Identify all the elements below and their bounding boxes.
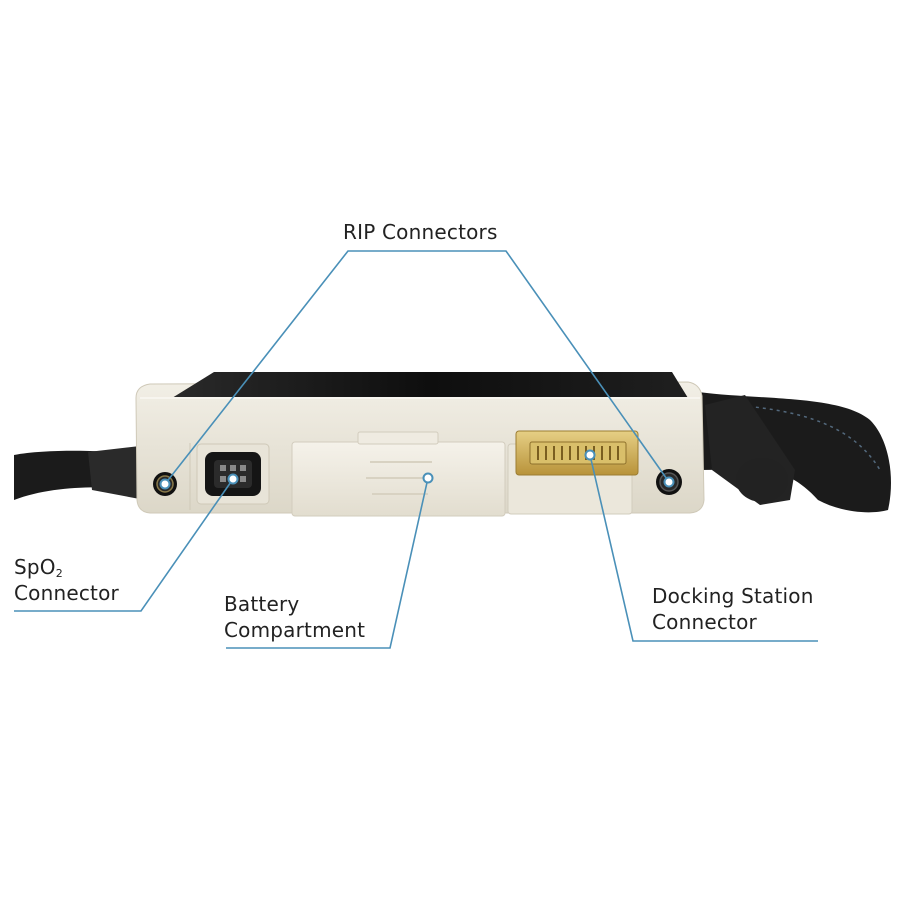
spo2-prefix: SpO xyxy=(14,555,56,579)
battery-compartment-label: Battery Compartment xyxy=(224,591,365,643)
battery-compartment xyxy=(291,431,506,517)
rip-connectors-text: RIP Connectors xyxy=(343,220,498,244)
docking-leader-line xyxy=(589,454,818,642)
spo2-subscript: 2 xyxy=(55,567,63,580)
docking-station-connector xyxy=(507,430,639,515)
battery-leader-line xyxy=(226,477,429,649)
leader-dots xyxy=(159,449,675,490)
spo2-leader-line xyxy=(14,478,234,612)
rip-right-marker xyxy=(663,476,675,488)
right-strap xyxy=(698,392,891,513)
spo2-connector-label: SpO2 Connector xyxy=(14,554,119,606)
rip-leader-line xyxy=(164,250,670,485)
spo2-line-1: SpO2 xyxy=(14,554,119,580)
battery-marker xyxy=(422,472,434,484)
left-strap xyxy=(14,446,145,500)
docking-station-connector-label: Docking Station Connector xyxy=(652,583,814,635)
leader-lines xyxy=(14,250,818,649)
device-screen xyxy=(172,372,688,398)
rip-left-marker xyxy=(159,478,171,490)
docking-line-1: Docking Station xyxy=(652,584,814,608)
battery-line-2: Compartment xyxy=(224,618,366,642)
battery-line-1: Battery xyxy=(224,592,300,616)
rip-connectors-label: RIP Connectors xyxy=(343,219,498,245)
spo2-marker xyxy=(227,473,239,485)
spo2-line-2: Connector xyxy=(14,581,119,605)
docking-line-2: Connector xyxy=(652,610,757,634)
docking-marker xyxy=(584,449,596,461)
